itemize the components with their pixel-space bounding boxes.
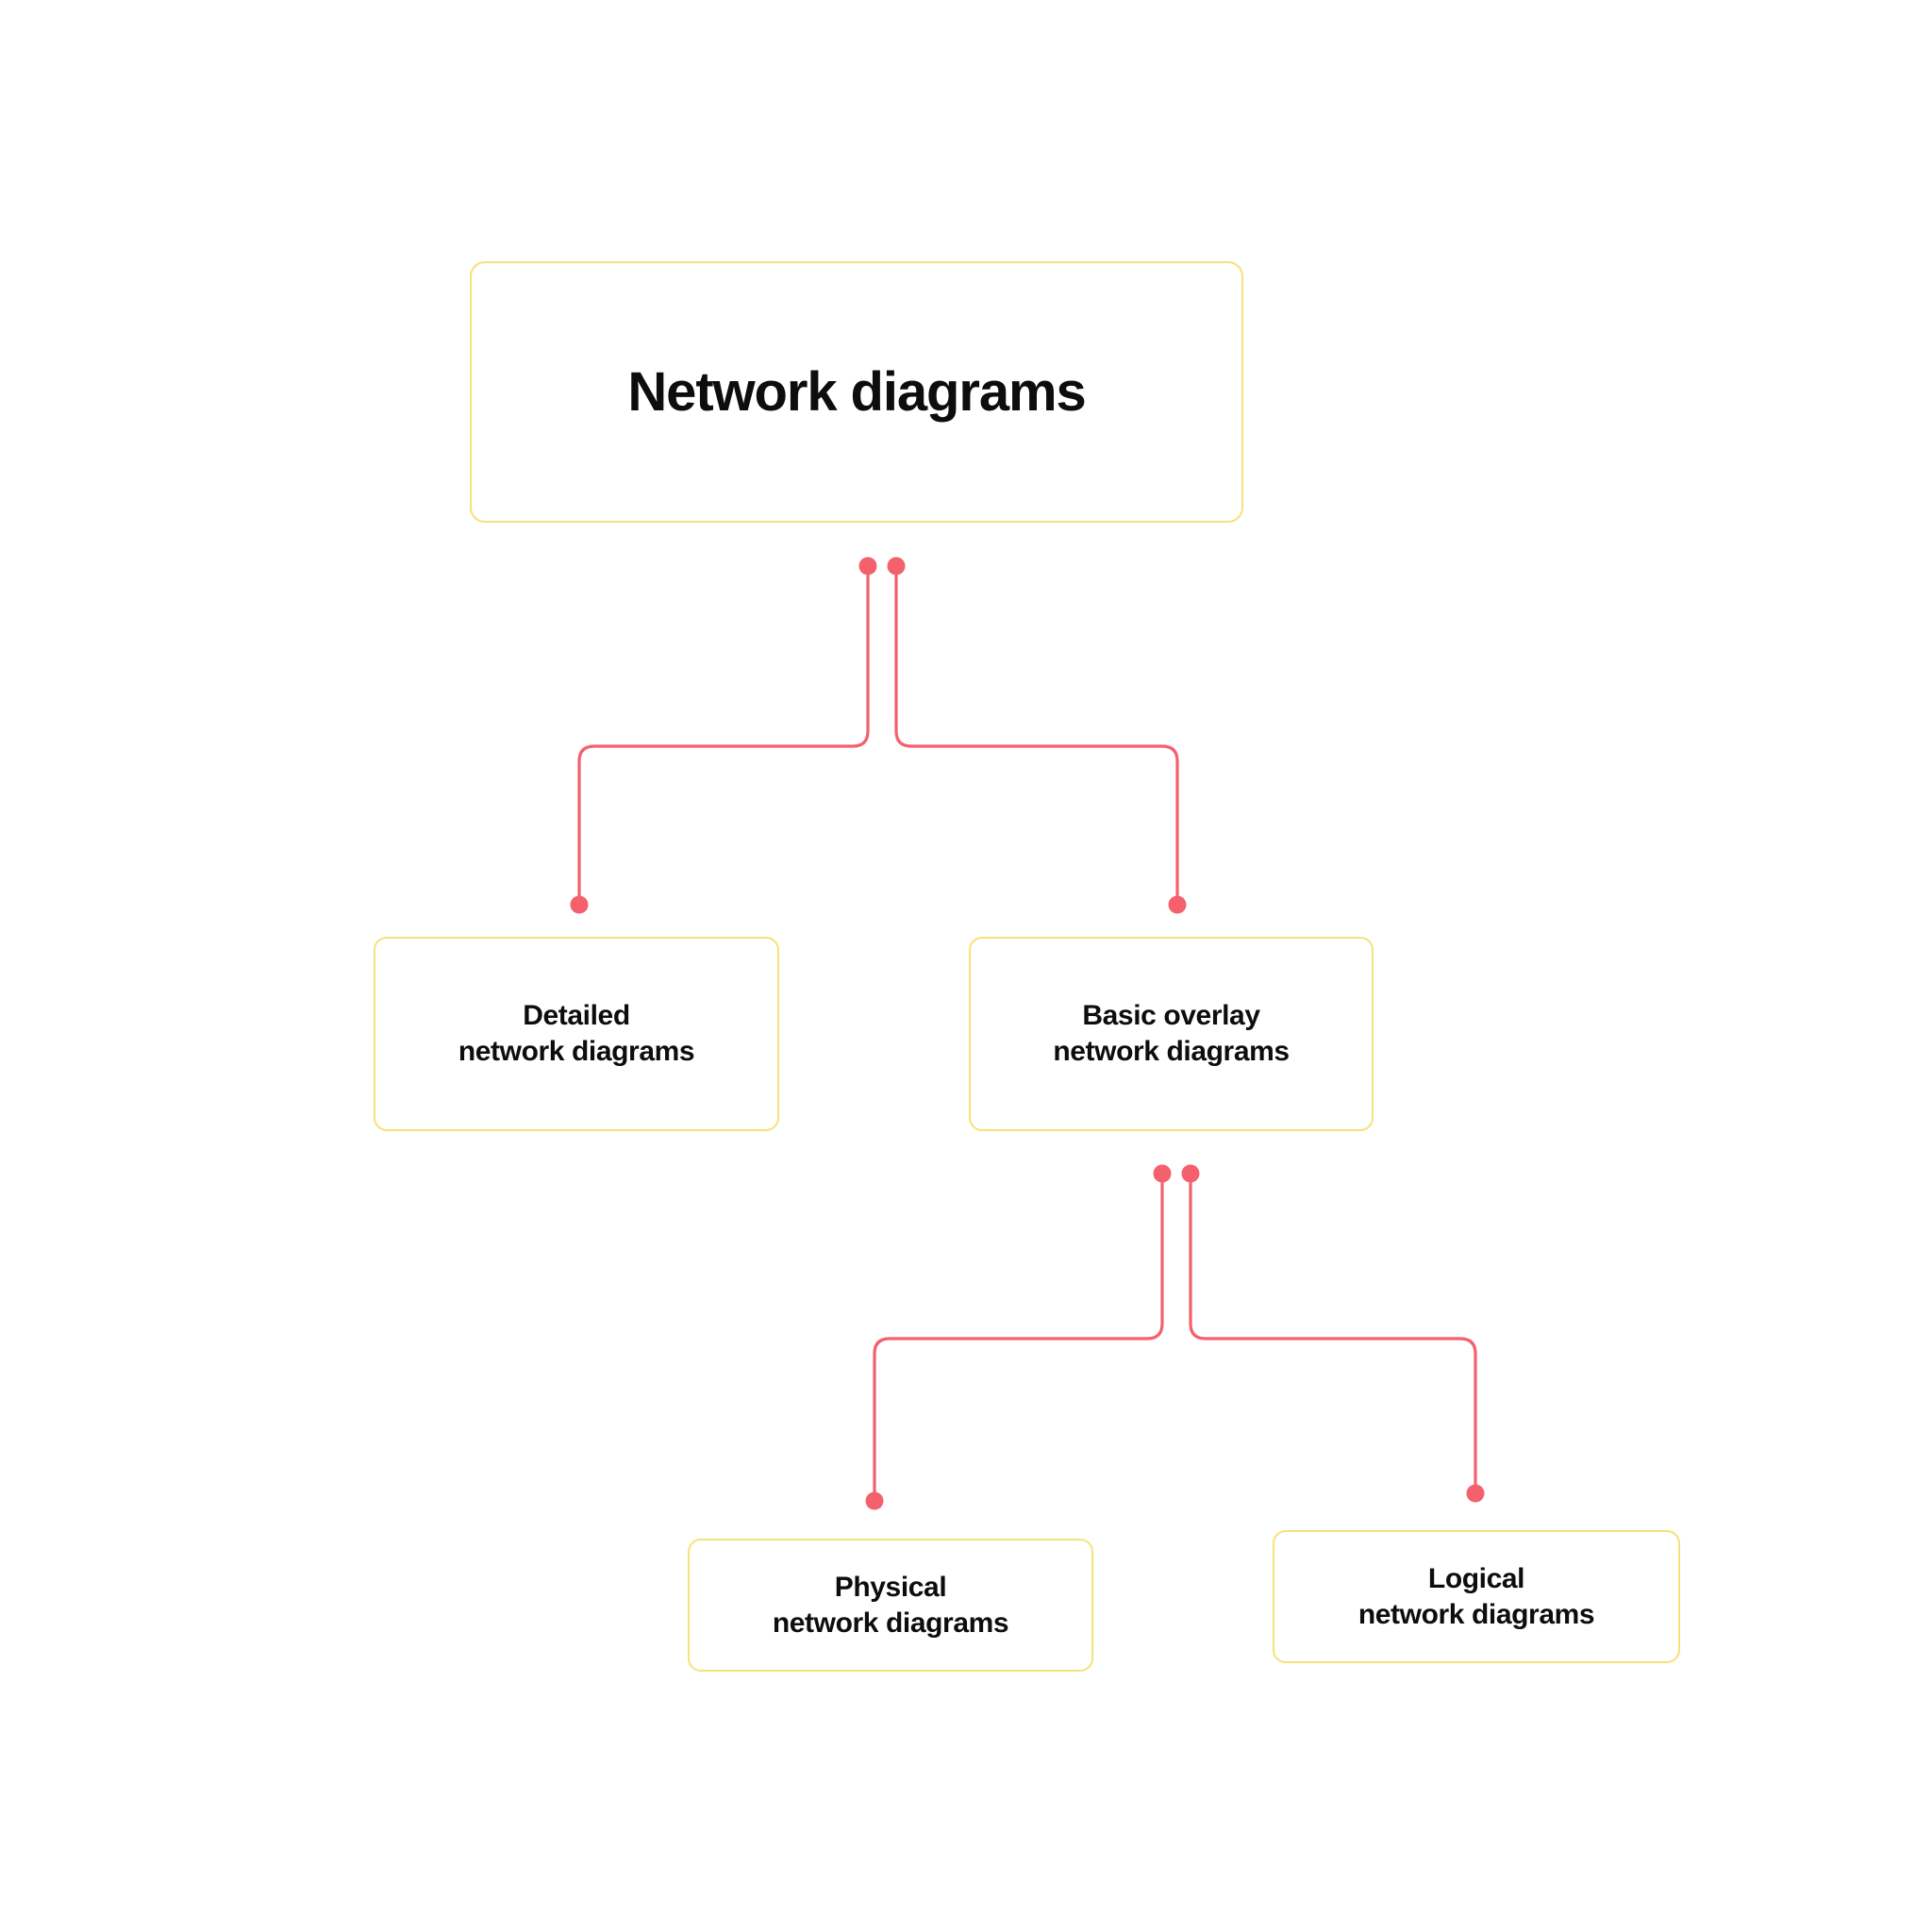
node-label-basic-overlay-network-diagrams: Basic overlay network diagrams [1053,1000,1290,1067]
node-physical-network-diagrams[interactable]: Physical network diagrams [688,1539,1093,1672]
connector-dot-physical-top [865,1491,884,1510]
node-basic-overlay-network-diagrams[interactable]: Basic overlay network diagrams [969,937,1374,1131]
edge-root-basic-overlay [894,564,1179,906]
connector-dot-basic-left [1153,1164,1172,1183]
connector-dot-basic-top [1168,895,1187,914]
node-label-detailed-network-diagrams: Detailed network diagrams [458,1000,695,1067]
node-detailed-network-diagrams[interactable]: Detailed network diagrams [374,937,779,1131]
node-label-physical-network-diagrams: Physical network diagrams [772,1571,1009,1639]
node-network-diagrams[interactable]: Network diagrams [470,261,1243,523]
connector-dot-logical-top [1466,1484,1485,1503]
edge-root-detailed [577,564,870,906]
connector-dot-detailed-top [570,895,589,914]
node-label-logical-network-diagrams: Logical network diagrams [1357,1562,1595,1630]
connector-dot-root-right [887,557,906,575]
edge-basic-logical [1189,1173,1477,1494]
edge-basic-physical [873,1173,1164,1502]
connector-dot-root-left [858,557,877,575]
connector-dot-basic-right [1181,1164,1200,1183]
node-logical-network-diagrams[interactable]: Logical network diagrams [1273,1530,1680,1663]
node-label-network-diagrams: Network diagrams [627,360,1086,423]
